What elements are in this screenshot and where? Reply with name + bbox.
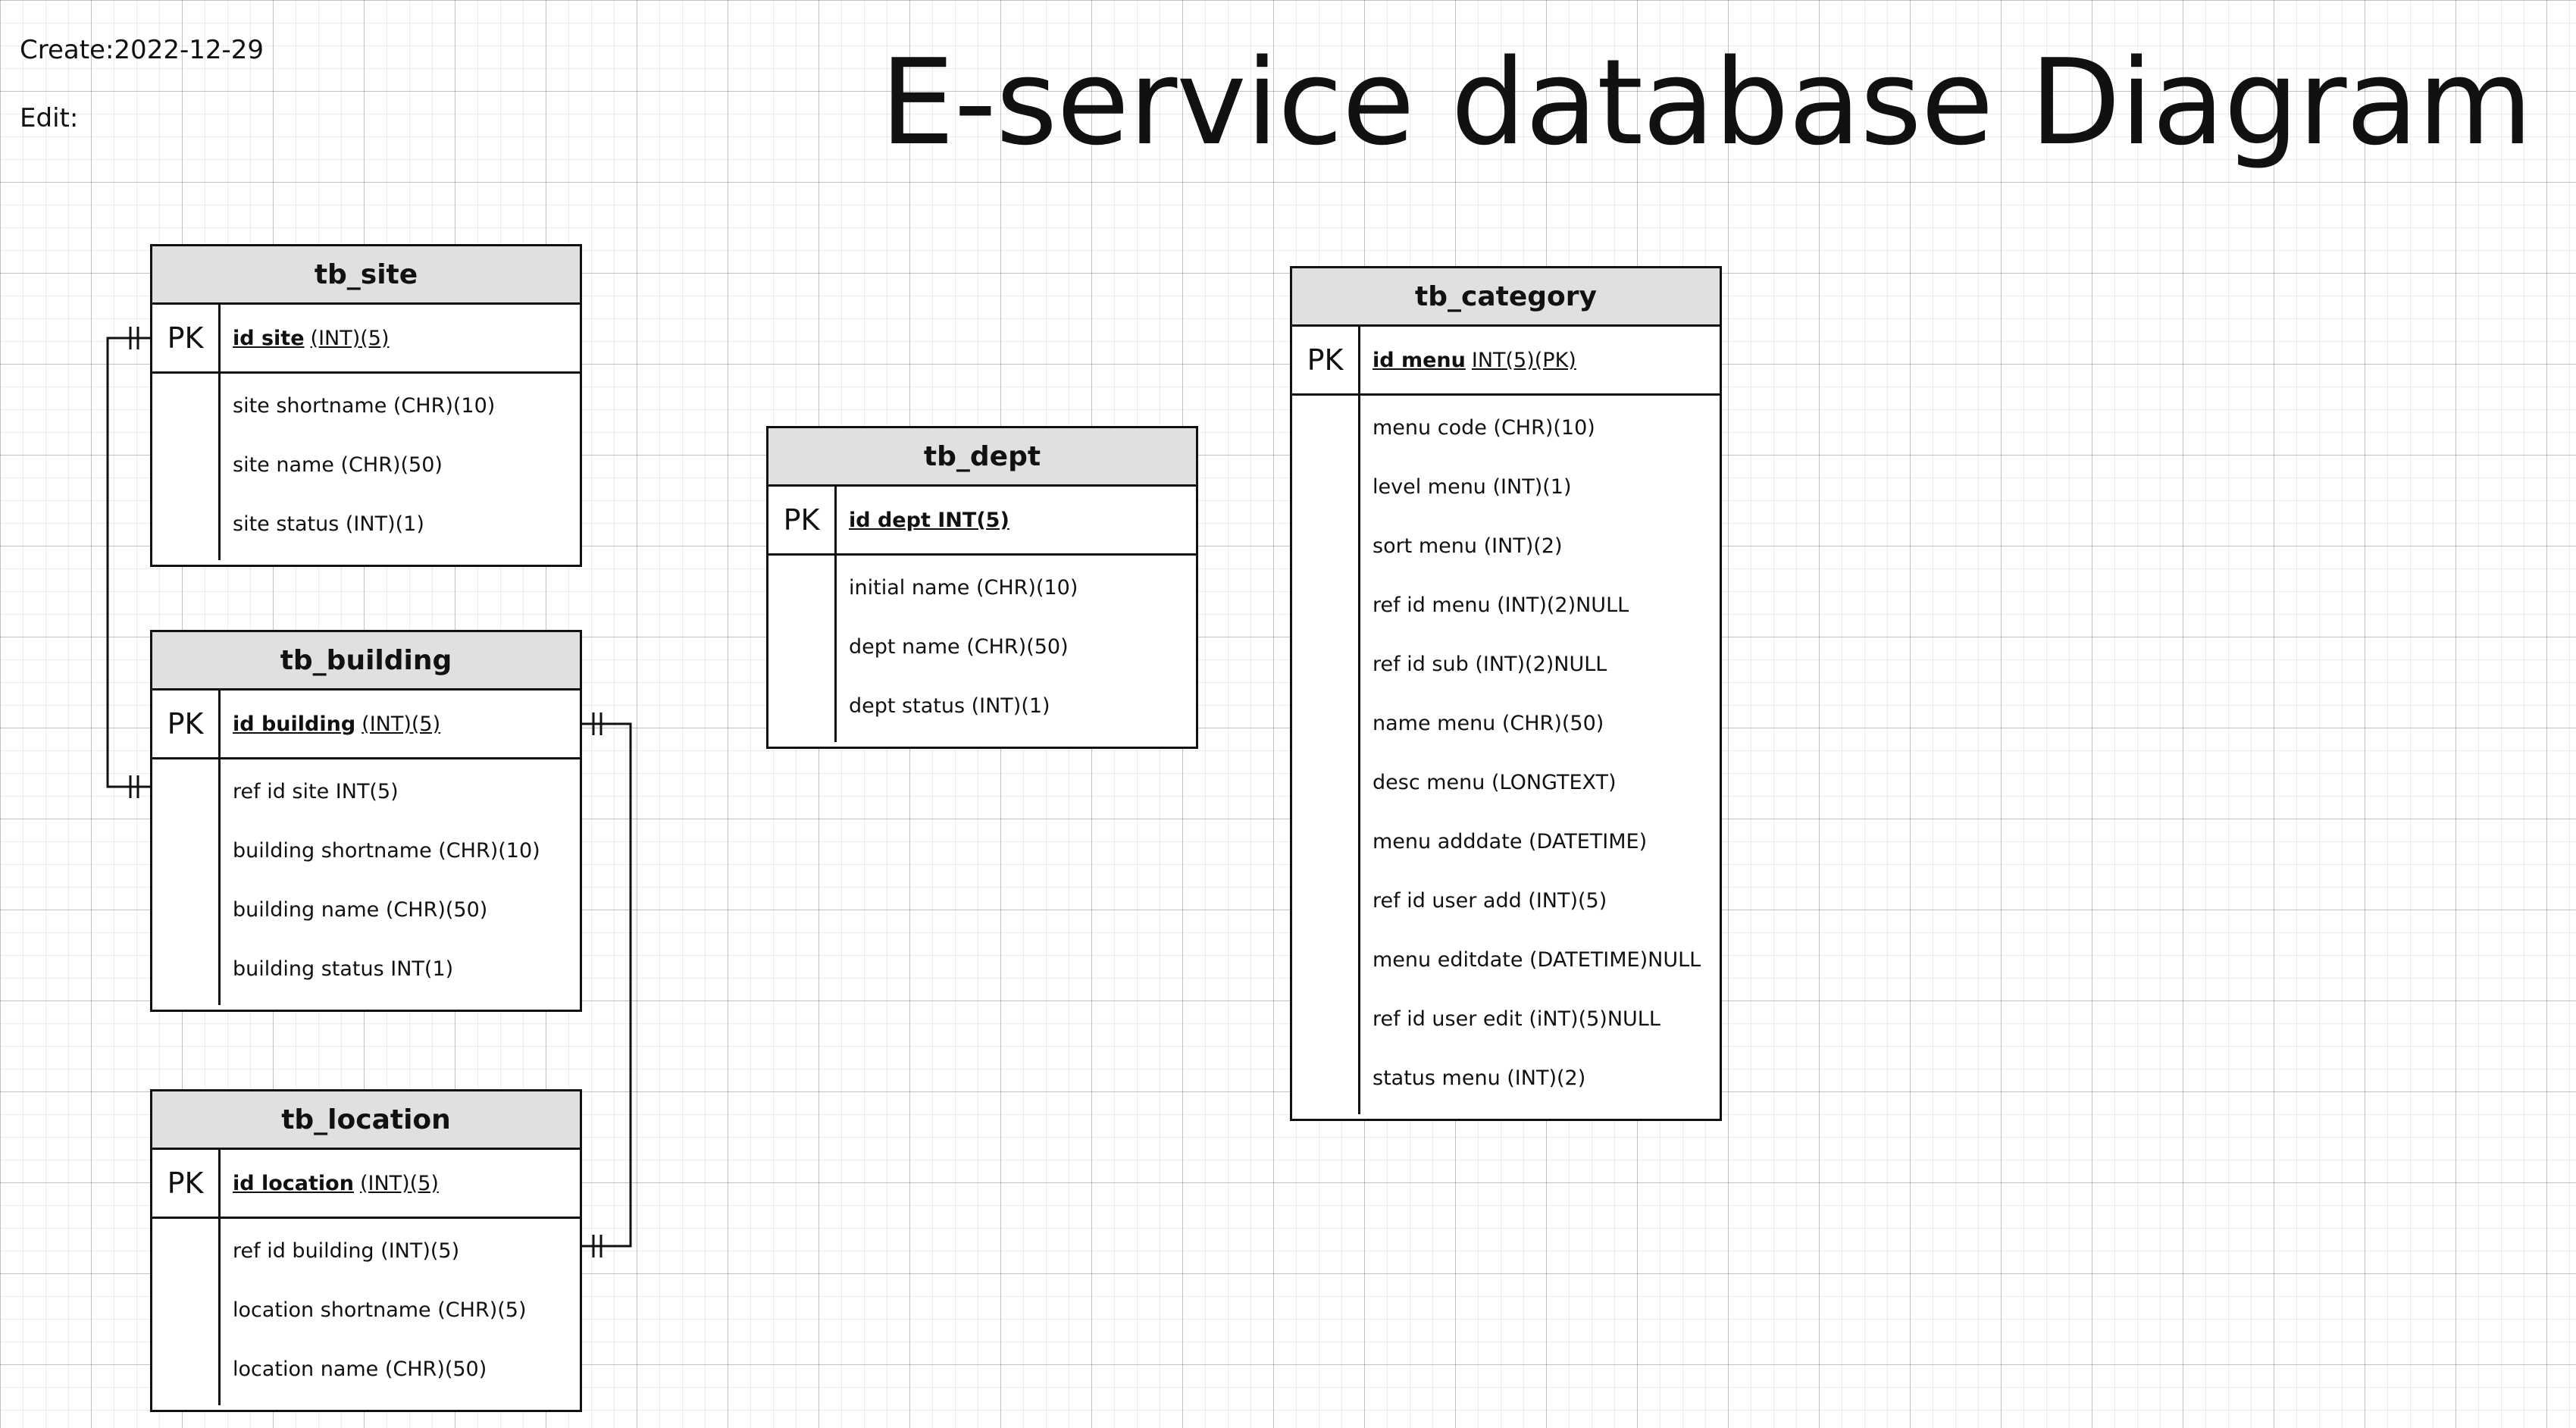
pk-field-name: id menu: [1373, 348, 1466, 372]
field-row: ref id site INT(5): [233, 780, 399, 803]
field-row: building shortname (CHR)(10): [233, 839, 540, 863]
pk-label: PK: [152, 305, 221, 371]
pk-field: id location (INT)(5): [221, 1150, 580, 1217]
table-tb-location[interactable]: tb_location PK id location (INT)(5) ref …: [150, 1089, 582, 1412]
table-title: tb_site: [152, 246, 580, 305]
field-row: location shortname (CHR)(5): [233, 1298, 527, 1322]
field-row: ref id sub (INT)(2)NULL: [1373, 653, 1607, 676]
pk-field-type: INT(5)(PK): [1471, 348, 1576, 372]
field-row: location name (CHR)(50): [233, 1358, 487, 1381]
field-list: site shortname (CHR)(10) site name (CHR)…: [152, 374, 580, 565]
field-list: ref id building (INT)(5) location shortn…: [152, 1219, 580, 1410]
created-date: Create:2022-12-29: [20, 35, 264, 65]
diagram-title: E-service database Diagram: [880, 33, 2533, 171]
field-list: ref id site INT(5) building shortname (C…: [152, 759, 580, 1010]
field-row: status menu (INT)(2): [1373, 1066, 1586, 1090]
field-row: dept name (CHR)(50): [849, 635, 1069, 659]
building-location-connector: [582, 722, 632, 1248]
pk-field: id dept INT(5): [837, 487, 1196, 553]
field-row: site shortname (CHR)(10): [233, 394, 496, 418]
table-title: tb_dept: [768, 428, 1196, 487]
field-row: site status (INT)(1): [233, 512, 424, 536]
table-title: tb_category: [1292, 268, 1720, 327]
pk-row: PK id site (INT)(5): [152, 305, 580, 374]
table-tb-building[interactable]: tb_building PK id building (INT)(5) ref …: [150, 630, 582, 1012]
pk-field-name: id building: [233, 712, 356, 736]
pk-row: PK id location (INT)(5): [152, 1150, 580, 1219]
pk-label: PK: [152, 1150, 221, 1217]
field-row: menu editdate (DATETIME)NULL: [1373, 948, 1701, 972]
pk-row: PK id dept INT(5): [768, 487, 1196, 556]
edit-date: Edit:: [20, 103, 79, 133]
pk-row: PK id menu INT(5)(PK): [1292, 327, 1720, 396]
site-building-connector: [106, 337, 150, 788]
table-tb-site[interactable]: tb_site PK id site (INT)(5) site shortna…: [150, 244, 582, 567]
pk-field-type: (INT)(5): [359, 1171, 439, 1195]
field-row: ref id user add (INT)(5): [1373, 889, 1607, 913]
field-row: menu code (CHR)(10): [1373, 416, 1595, 440]
pk-label: PK: [1292, 327, 1360, 393]
pk-field: id menu INT(5)(PK): [1360, 327, 1720, 393]
field-row: menu adddate (DATETIME): [1373, 830, 1648, 853]
table-tb-dept[interactable]: tb_dept PK id dept INT(5) initial name (…: [766, 426, 1198, 749]
pk-field-name: id location: [233, 1171, 354, 1195]
field-row: name menu (CHR)(50): [1373, 712, 1604, 735]
field-row: dept status (INT)(1): [849, 694, 1050, 718]
field-row: site name (CHR)(50): [233, 453, 443, 477]
field-row: level menu (INT)(1): [1373, 475, 1572, 499]
pk-field-type: (INT)(5): [362, 712, 441, 736]
pk-field: id building (INT)(5): [221, 691, 580, 757]
table-tb-category[interactable]: tb_category PK id menu INT(5)(PK) menu c…: [1290, 266, 1722, 1121]
field-list: initial name (CHR)(10) dept name (CHR)(5…: [768, 556, 1196, 747]
field-row: building status INT(1): [233, 957, 454, 981]
pk-field-name: id site: [233, 326, 305, 350]
field-row: initial name (CHR)(10): [849, 576, 1078, 600]
field-row: desc menu (LONGTEXT): [1373, 771, 1617, 794]
pk-label: PK: [768, 487, 837, 553]
field-row: building name (CHR)(50): [233, 898, 488, 922]
field-list: menu code (CHR)(10) level menu (INT)(1) …: [1292, 396, 1720, 1119]
pk-label: PK: [152, 691, 221, 757]
field-row: sort menu (INT)(2): [1373, 534, 1563, 558]
field-row: ref id building (INT)(5): [233, 1239, 460, 1263]
table-title: tb_building: [152, 632, 580, 691]
pk-field: id site (INT)(5): [221, 305, 580, 371]
pk-field-name: id dept INT(5): [849, 508, 1009, 532]
pk-row: PK id building (INT)(5): [152, 691, 580, 759]
table-title: tb_location: [152, 1091, 580, 1150]
field-row: ref id user edit (iNT)(5)NULL: [1373, 1007, 1660, 1031]
pk-field-type: (INT)(5): [310, 326, 390, 350]
field-row: ref id menu (INT)(2)NULL: [1373, 593, 1629, 617]
